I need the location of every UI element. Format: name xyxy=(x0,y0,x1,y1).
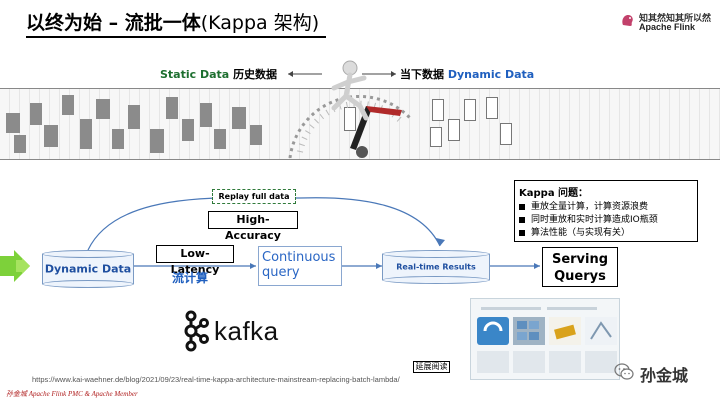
kappa-issue-item: 算法性能（与实现有关） xyxy=(519,227,693,240)
dynamic-block xyxy=(430,127,442,147)
brand-name: Apache Flink xyxy=(639,22,696,32)
dynamic-block xyxy=(344,107,356,131)
page-title: 以终为始 – 流批一体(Kappa 架构) xyxy=(26,8,319,35)
kafka-logo-icon xyxy=(184,310,209,352)
bullet-square-icon xyxy=(519,229,525,236)
stream-computing-label: 流计算 xyxy=(172,271,209,285)
article-thumbnail xyxy=(470,298,620,380)
serving-line2: Querys xyxy=(554,269,606,284)
kappa-issues-box: Kappa 问题： 重放全量计算，计算资源浪费 同时重放和实时计算造成IO瓶颈 … xyxy=(514,180,698,242)
static-block xyxy=(182,119,194,141)
static-block xyxy=(30,103,42,125)
bullet-square-icon xyxy=(519,216,525,223)
continuous-query-line1: Continuous xyxy=(262,250,336,265)
dynamic-block xyxy=(500,123,512,145)
title-sub: (Kappa 架构) xyxy=(200,12,320,34)
static-data-en: Static Data xyxy=(160,68,230,81)
kappa-issue-item: 同时重放和实时计算造成IO瓶颈 xyxy=(519,214,693,227)
bullet-square-icon xyxy=(519,203,525,210)
realtime-results-text: Real-time Results xyxy=(396,262,476,272)
kappa-issues-title: Kappa 问题： xyxy=(519,188,589,199)
footer-credit: 孙金城 Apache Flink PMC & Apache Member xyxy=(6,390,138,398)
dynamic-data-label: 当下数据 Dynamic Data xyxy=(400,66,534,82)
read-more-link[interactable]: 延展阅读 xyxy=(413,361,450,373)
high-accuracy-box: High-Accuracy xyxy=(208,211,298,242)
static-block xyxy=(44,125,58,147)
brand-slogan: 知其然知其所以然 xyxy=(639,14,712,24)
timeline-arrows xyxy=(288,71,396,77)
dynamic-data-text: Dynamic Data xyxy=(44,262,132,276)
dynamic-block xyxy=(486,97,498,119)
continuous-query-box: Continuous query xyxy=(258,246,342,286)
dynamic-block xyxy=(464,99,476,121)
static-block xyxy=(214,129,226,149)
wechat-icon xyxy=(614,363,634,380)
continuous-query-line2: query xyxy=(262,265,300,280)
static-block xyxy=(62,95,74,115)
static-block xyxy=(128,105,140,129)
dynamic-data-cylinder: Dynamic Data xyxy=(42,250,134,288)
static-block xyxy=(14,135,26,153)
squirrel-logo-icon xyxy=(622,15,633,26)
static-block xyxy=(80,119,92,149)
static-block xyxy=(232,107,246,129)
dynamic-block xyxy=(432,99,444,121)
static-block xyxy=(250,125,262,145)
realtime-results-cylinder: Real-time Results xyxy=(382,250,490,284)
source-url[interactable]: https://www.kai-waehner.de/blog/2021/09/… xyxy=(32,375,400,384)
wechat-account-name: 孙金城 xyxy=(640,366,689,385)
dynamic-data-cn: 当下数据 xyxy=(400,68,444,81)
replay-full-data-label: Replay full data xyxy=(212,189,296,204)
title-main: 以终为始 – 流批一体 xyxy=(26,12,201,34)
dynamic-data-en: Dynamic Data xyxy=(447,68,535,81)
static-block xyxy=(6,113,20,133)
static-data-label: Static Data 历史数据 xyxy=(160,66,277,82)
dynamic-block xyxy=(448,119,460,141)
kappa-issue-item: 重放全量计算，计算资源浪费 xyxy=(519,201,693,214)
static-block xyxy=(96,99,110,119)
title-underline xyxy=(26,36,326,38)
static-block xyxy=(166,97,178,119)
kafka-wordmark: kafka xyxy=(214,316,279,346)
low-latency-box: Low-Latency xyxy=(156,245,234,276)
serving-line1: Serving xyxy=(551,252,609,267)
runner-gauge-illustration xyxy=(288,60,412,159)
static-block xyxy=(150,129,164,153)
static-block xyxy=(200,103,212,127)
serving-querys-box: Serving Querys xyxy=(542,247,618,287)
static-data-cn: 历史数据 xyxy=(233,68,278,81)
static-block xyxy=(112,129,124,149)
